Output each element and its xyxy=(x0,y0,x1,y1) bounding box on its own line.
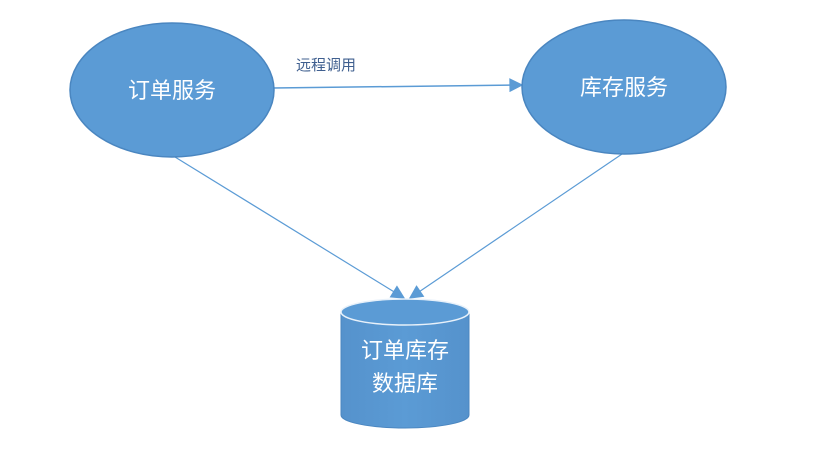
database-cylinder-body xyxy=(340,311,470,429)
inventory-to-db-arrow xyxy=(408,151,626,299)
remote-call-label: 远程调用 xyxy=(296,56,356,74)
database-cylinder-top xyxy=(340,298,470,326)
order-service-ellipse xyxy=(69,22,275,158)
inventory-service-ellipse xyxy=(521,19,727,155)
database-node[interactable]: 订单库存 数据库 xyxy=(340,298,470,429)
inventory-service-node[interactable]: 库存服务 xyxy=(521,19,727,155)
order-service-label: 订单服务 xyxy=(128,79,216,104)
order-service-node[interactable]: 订单服务 xyxy=(69,22,275,158)
inventory-service-label: 库存服务 xyxy=(580,76,668,101)
remote-call-arrow xyxy=(272,78,524,93)
database-label-line1: 订单库存 xyxy=(361,339,449,364)
order-to-db-arrow xyxy=(174,156,406,299)
database-label-line2: 数据库 xyxy=(372,372,438,397)
